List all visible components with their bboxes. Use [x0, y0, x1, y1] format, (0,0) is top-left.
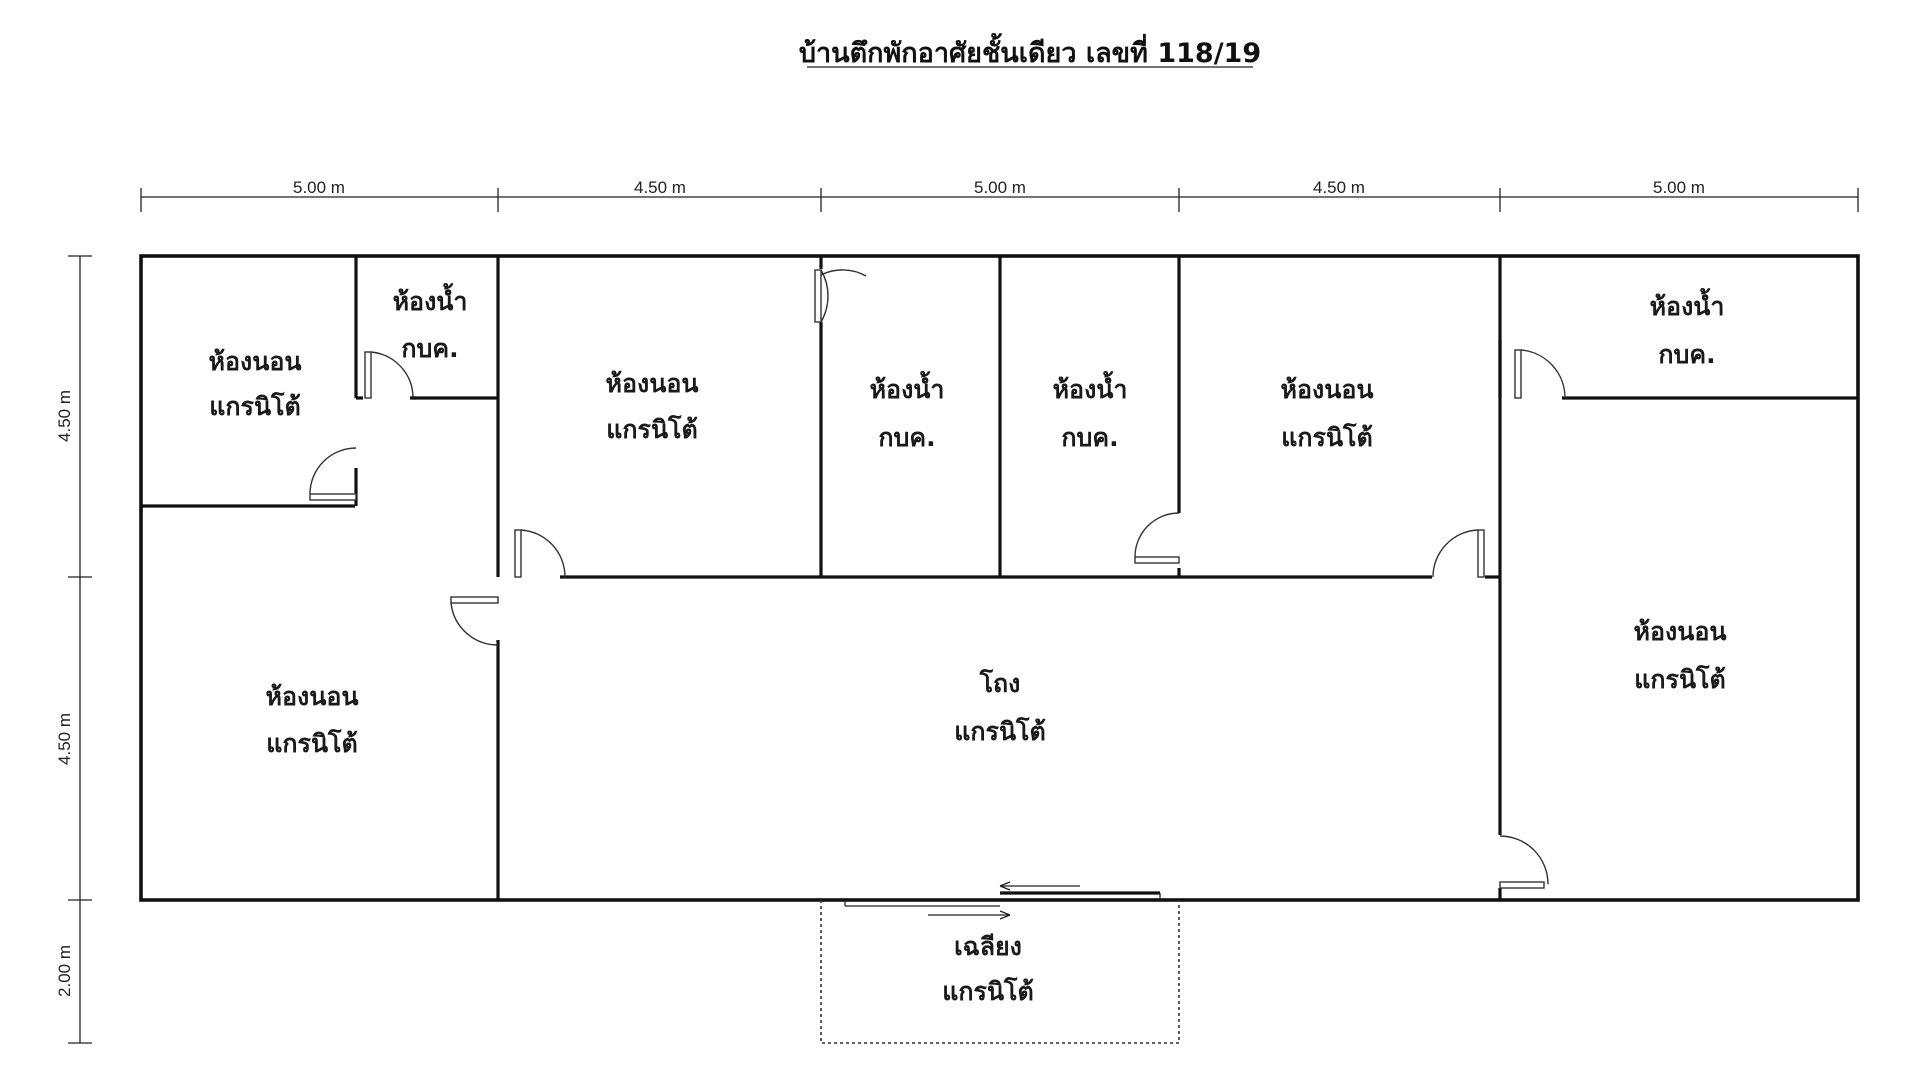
- dimension-label-top: 5.00 m: [293, 178, 345, 197]
- room-label-hall: โถง แกรนิโต้: [954, 668, 1045, 746]
- svg-text:ห้องน้ำ: ห้องน้ำ: [1650, 287, 1725, 321]
- porch-outline: [820, 900, 1180, 1044]
- svg-text:แกรนิโต้: แกรนิโต้: [942, 976, 1033, 1006]
- door-symbol: [309, 447, 357, 501]
- door-symbol: [814, 269, 867, 323]
- door-symbols: [309, 269, 1566, 889]
- room-label-bath-3: ห้องน้ำ กบค.: [1053, 370, 1128, 452]
- interior-walls: [141, 256, 1858, 900]
- sliding-door: [844, 881, 1161, 920]
- svg-text:แกรนิโต้: แกรนิโต้: [209, 391, 300, 421]
- dimension-label-left: 4.50 m: [55, 713, 74, 765]
- dimension-label-left: 2.00 m: [55, 945, 74, 997]
- svg-text:ห้องนอน: ห้องนอน: [266, 682, 359, 711]
- svg-text:แกรนิโต้: แกรนิโต้: [1281, 422, 1372, 452]
- room-label-bath-1: ห้องน้ำ กบค.: [393, 282, 468, 363]
- svg-text:แกรนิโต้: แกรนิโต้: [954, 716, 1045, 746]
- dimension-label-top: 5.00 m: [1653, 178, 1705, 197]
- svg-text:ห้องนอน: ห้องนอน: [1281, 375, 1374, 404]
- dimension-label-left: 4.50 m: [55, 390, 74, 442]
- svg-text:กบค.: กบค.: [878, 423, 935, 452]
- dimension-label-top: 4.50 m: [634, 178, 686, 197]
- svg-text:ห้องนอน: ห้องนอน: [1634, 617, 1727, 646]
- dimension-label-top: 4.50 m: [1313, 178, 1365, 197]
- door-symbol: [1134, 512, 1180, 564]
- room-label-bedroom-3: ห้องนอน แกรนิโต้: [1281, 375, 1374, 452]
- svg-text:แกรนิโต้: แกรนิโต้: [606, 414, 697, 444]
- room-label-bath-2: ห้องน้ำ กบค.: [870, 370, 945, 452]
- door-symbol: [1499, 835, 1549, 889]
- door-symbol: [364, 351, 416, 400]
- svg-text:เฉลียง: เฉลียง: [954, 932, 1022, 961]
- plan-title: บ้านตึกพักอาศัยชั้นเดียว เลขที่ 118/19: [799, 32, 1261, 69]
- svg-text:แกรนิโต้: แกรนิโต้: [1634, 664, 1725, 694]
- door-symbol: [1514, 349, 1566, 399]
- dimension-label-top: 5.00 m: [974, 178, 1026, 197]
- svg-text:โถง: โถง: [979, 668, 1021, 698]
- svg-text:กบค.: กบค.: [1061, 423, 1118, 452]
- door-symbol: [450, 596, 499, 646]
- door-symbol: [1432, 529, 1485, 578]
- room-label-bedroom-1: ห้องนอน แกรนิโต้: [209, 347, 302, 421]
- room-label-bedroom-2: ห้องนอน แกรนิโต้: [606, 369, 699, 444]
- svg-text:ห้องนอน: ห้องนอน: [606, 369, 699, 398]
- svg-text:ห้องน้ำ: ห้องน้ำ: [393, 282, 468, 316]
- room-label-porch: เฉลียง แกรนิโต้: [942, 932, 1033, 1006]
- svg-text:ห้องน้ำ: ห้องน้ำ: [1053, 370, 1128, 404]
- left-dimension-line: 4.50 m 4.50 m 2.00 m: [55, 255, 92, 1044]
- svg-text:กบค.: กบค.: [401, 334, 458, 363]
- svg-text:กบค.: กบค.: [1658, 340, 1715, 369]
- room-label-bedroom-4: ห้องนอน แกรนิโต้: [266, 682, 359, 758]
- top-dimension-line: 5.00 m 4.50 m 5.00 m 4.50 m 5.00 m: [140, 178, 1859, 212]
- room-label-bedroom-5: ห้องนอน แกรนิโต้: [1634, 617, 1727, 694]
- svg-text:ห้องน้ำ: ห้องน้ำ: [870, 370, 945, 404]
- svg-text:แกรนิโต้: แกรนิโต้: [266, 728, 357, 758]
- door-symbol: [514, 529, 566, 578]
- svg-text:ห้องนอน: ห้องนอน: [209, 347, 302, 376]
- room-label-bath-4: ห้องน้ำ กบค.: [1650, 287, 1725, 369]
